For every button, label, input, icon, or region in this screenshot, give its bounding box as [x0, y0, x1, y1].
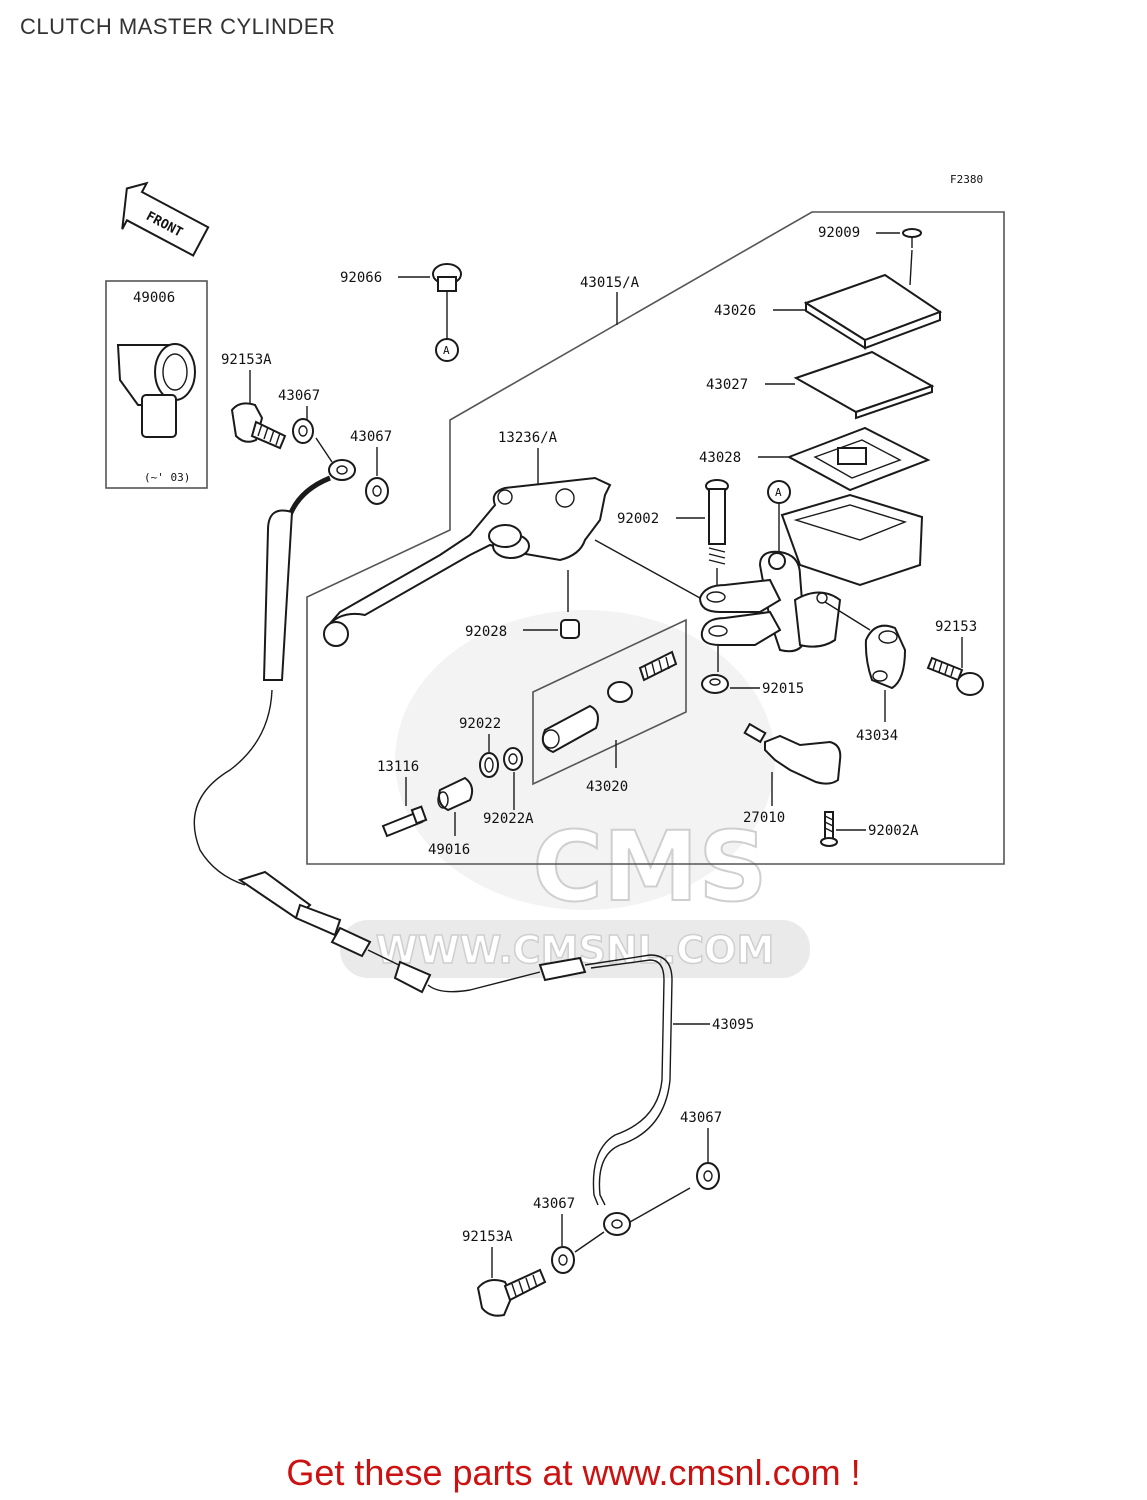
assembly-frame	[306, 211, 1005, 865]
handlebar-clamp-icon	[864, 624, 907, 690]
label-43028: 43028	[699, 450, 741, 466]
label-92153: 92153	[935, 619, 977, 635]
label-92153a-bottom: 92153A	[462, 1229, 513, 1245]
nut-icon	[701, 674, 729, 694]
banjo-fitting-top-icon	[328, 459, 356, 481]
watermark-brand: CMS	[532, 811, 767, 923]
diaphragm-icon	[786, 426, 931, 492]
diaphragm-plate-icon	[793, 350, 935, 420]
callout-a-cylinder: A	[775, 486, 782, 499]
reservoir-cover-icon	[803, 273, 943, 350]
watermark: WWW.CMSNL.COM CMS	[340, 610, 810, 978]
label-49016: 49016	[428, 842, 470, 858]
clutch-switch-icon	[743, 722, 842, 785]
boot-icon	[437, 776, 474, 812]
inset-box	[105, 280, 208, 489]
washer-a-icon	[292, 418, 314, 444]
label-92028: 92028	[465, 624, 507, 640]
master-cylinder-icon	[698, 493, 924, 653]
label-13236a: 13236/A	[498, 430, 558, 446]
banjo-bolt-top-icon	[230, 402, 287, 450]
inset-note: (~' 03)	[144, 471, 190, 484]
clutch-hose-icon	[193, 475, 673, 1206]
front-arrow-icon: FRONT	[121, 181, 210, 257]
circlip-icon	[479, 752, 499, 778]
grip-cover-icon	[116, 343, 196, 438]
label-43095: 43095	[712, 1017, 754, 1033]
label-43020: 43020	[586, 779, 628, 795]
washer-c-icon	[696, 1162, 720, 1190]
figure-code: F2380	[950, 173, 983, 186]
reservoir-cap-icon	[432, 263, 462, 292]
label-43026: 43026	[714, 303, 756, 319]
label-13116: 13116	[377, 759, 419, 775]
label-92066: 92066	[340, 270, 382, 286]
pivot-collar-icon	[560, 619, 580, 639]
washer-icon	[503, 747, 523, 771]
label-92153a-top: 92153A	[221, 352, 272, 368]
callout-a-top: A	[443, 344, 450, 357]
label-92015: 92015	[762, 681, 804, 697]
switch-screw-icon	[820, 811, 838, 847]
label-92002a: 92002A	[868, 823, 919, 839]
label-43067-a: 43067	[278, 388, 320, 404]
clutch-lever-icon	[323, 476, 612, 647]
label-92022a: 92022A	[483, 811, 534, 827]
page-title: CLUTCH MASTER CYLINDER	[20, 14, 336, 39]
label-92022: 92022	[459, 716, 501, 732]
footer-link[interactable]: Get these parts at www.cmsnl.com !	[286, 1452, 861, 1493]
pivot-bolt-icon	[705, 479, 729, 565]
push-rod-icon	[381, 805, 428, 838]
clamp-bolt-icon	[926, 656, 984, 696]
screw-icon	[902, 228, 922, 248]
piston-kit-box	[532, 618, 687, 786]
label-49006: 49006	[133, 290, 175, 306]
label-92002: 92002	[617, 511, 659, 527]
label-43034: 43034	[856, 728, 898, 744]
label-43067-c: 43067	[680, 1110, 722, 1126]
label-43067-b: 43067	[350, 429, 392, 445]
label-43015a: 43015/A	[580, 275, 640, 291]
piston-kit-icon	[541, 650, 678, 754]
label-43027: 43027	[706, 377, 748, 393]
label-43067-d: 43067	[533, 1196, 575, 1212]
label-27010: 27010	[743, 810, 785, 826]
washer-b-icon	[365, 477, 389, 505]
washer-d-icon	[551, 1246, 575, 1274]
banjo-bolt-bottom-icon	[476, 1268, 547, 1317]
label-92009: 92009	[818, 225, 860, 241]
banjo-fitting-bottom-icon	[603, 1212, 631, 1236]
